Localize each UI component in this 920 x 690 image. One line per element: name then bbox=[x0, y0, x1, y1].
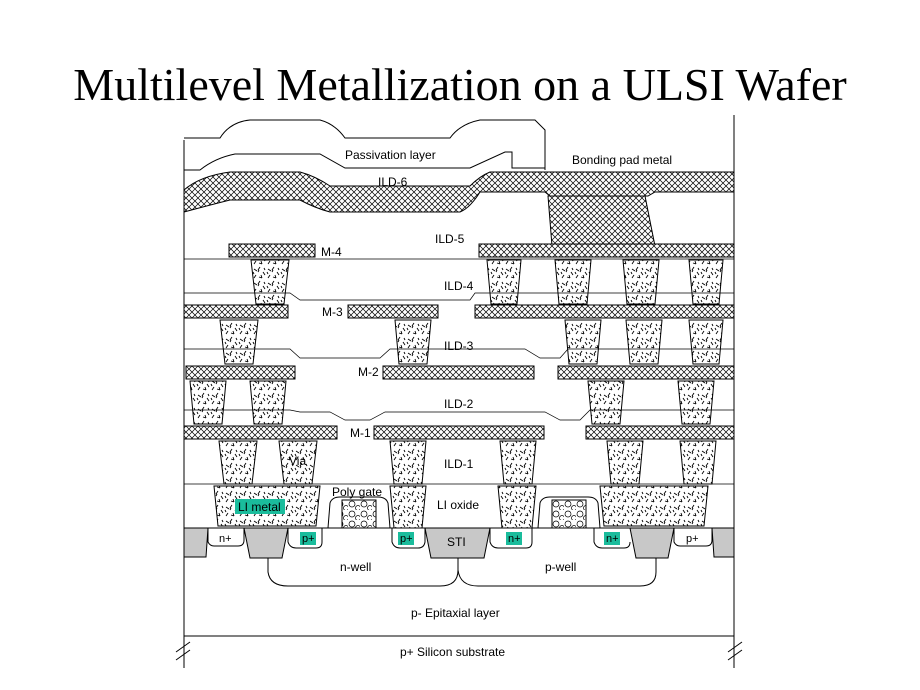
vias-ild3 bbox=[219, 319, 724, 365]
li-oxide-label: LI oxide bbox=[437, 498, 479, 512]
nplus-highlight-2 bbox=[604, 532, 620, 545]
ild4-boundary bbox=[184, 292, 734, 301]
passivation-layer bbox=[184, 119, 546, 171]
bonding-pad-label: Bonding pad metal bbox=[572, 153, 672, 167]
bonding-pad-plug bbox=[547, 195, 656, 247]
m1-line-3 bbox=[585, 425, 735, 440]
ild5-label: ILD-5 bbox=[435, 232, 465, 246]
ild1-label: ILD-1 bbox=[444, 457, 474, 471]
nplus-label-2: n+ bbox=[508, 533, 521, 545]
m3-label: M-3 bbox=[322, 305, 343, 319]
li-metal-label: LI metal bbox=[238, 500, 281, 514]
m3-line-3 bbox=[474, 304, 735, 319]
pplus-label-2: p+ bbox=[400, 533, 413, 545]
m1-line-1 bbox=[183, 425, 338, 440]
pplus-label-1: p+ bbox=[302, 533, 315, 545]
pplus-highlight-2 bbox=[398, 532, 414, 545]
wafer-frame bbox=[183, 115, 735, 668]
li-metal-regions bbox=[213, 485, 709, 529]
ild3-boundary bbox=[184, 348, 734, 359]
m4-line-right bbox=[478, 243, 735, 258]
vias-ild2 bbox=[189, 380, 715, 425]
nplus-highlight-1 bbox=[506, 532, 522, 545]
pplus-highlight-1 bbox=[300, 532, 316, 545]
m2-label: M-2 bbox=[358, 365, 379, 379]
nwell-label: n-well bbox=[340, 560, 371, 574]
sti-trenches bbox=[183, 527, 735, 559]
m2-line-1 bbox=[185, 365, 296, 380]
pwell-region bbox=[457, 558, 657, 587]
vias-ild4 bbox=[250, 259, 724, 305]
ild3-label: ILD-3 bbox=[444, 339, 474, 353]
m2-line-3 bbox=[557, 365, 735, 380]
li-metal-highlight bbox=[235, 499, 285, 514]
ild6-layer bbox=[183, 171, 735, 213]
passivation-label: Passivation layer bbox=[345, 148, 436, 162]
sti-label: STI bbox=[447, 535, 466, 549]
m1-label: M-1 bbox=[350, 426, 371, 440]
via-label: Via bbox=[289, 454, 306, 468]
substrate-label: p+ Silicon substrate bbox=[400, 645, 505, 659]
m4-line-left bbox=[228, 243, 316, 258]
ild2-label: ILD-2 bbox=[444, 397, 474, 411]
nwell-region bbox=[267, 558, 459, 587]
ild2-boundary bbox=[184, 409, 734, 421]
epi-label: p- Epitaxial layer bbox=[411, 606, 500, 620]
m1-line-2 bbox=[373, 425, 545, 440]
nplus-label-3: n+ bbox=[606, 533, 619, 545]
poly-gates bbox=[327, 496, 601, 529]
m2-line-2 bbox=[382, 365, 535, 380]
source-drain-regions bbox=[207, 528, 713, 549]
pplus-label-3: p+ bbox=[686, 533, 699, 545]
ild4-label: ILD-4 bbox=[444, 279, 474, 293]
pwell-label: p-well bbox=[545, 560, 576, 574]
nplus-label-1: n+ bbox=[219, 533, 232, 545]
m3-line-2 bbox=[347, 304, 439, 319]
m3-line-1 bbox=[183, 304, 289, 319]
m4-label: M-4 bbox=[321, 245, 342, 259]
break-marks bbox=[175, 641, 743, 661]
ild6-label: ILD-6 bbox=[378, 175, 408, 189]
poly-gate-label: Poly gate bbox=[332, 485, 382, 499]
slide-title: Multilevel Metallization on a ULSI Wafer bbox=[73, 59, 847, 110]
